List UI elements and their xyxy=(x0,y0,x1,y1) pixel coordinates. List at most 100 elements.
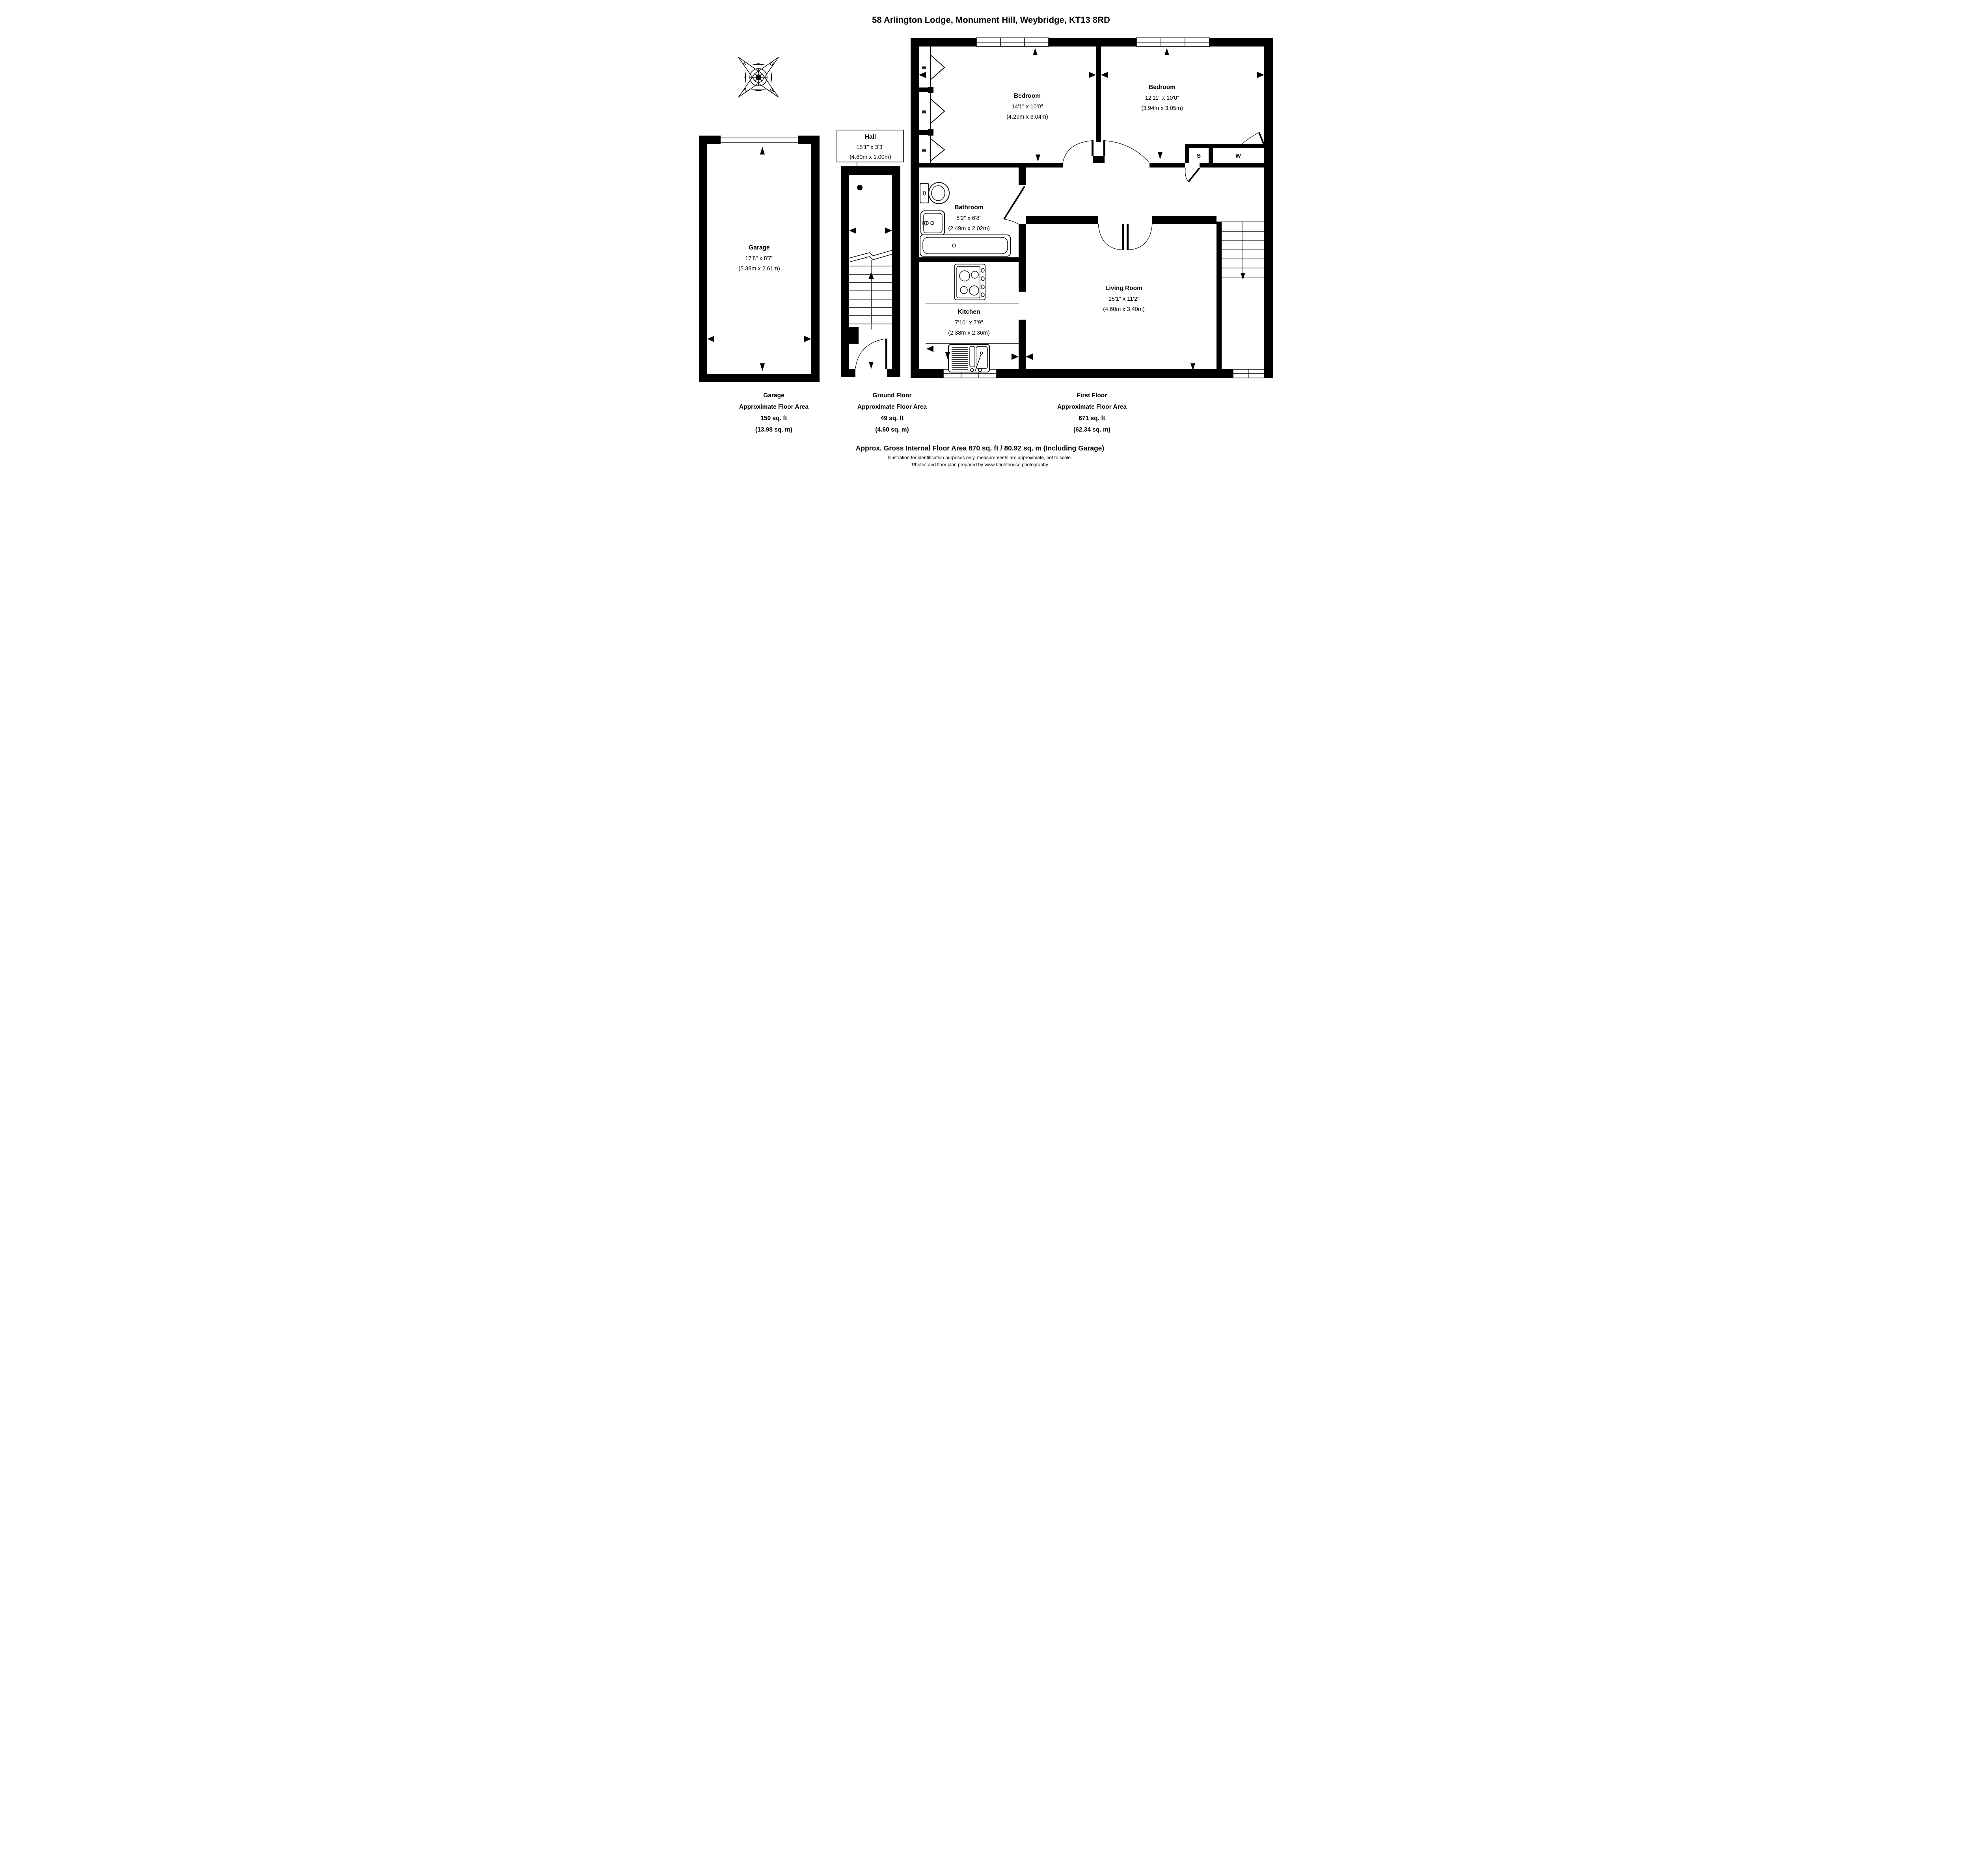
hall-label: Hall xyxy=(865,134,876,140)
kitchen-size-imperial: 7'10" x 7'9" xyxy=(955,320,983,326)
credit-text: Photos and floor plan prepared by www.br… xyxy=(912,462,1048,467)
room-hall: Hall 15'1" x 3'3" (4.60m x 1.00m) xyxy=(836,130,904,377)
first-area-subtitle: Approximate Floor Area xyxy=(1057,404,1127,410)
wardrobe-label: W xyxy=(922,65,927,71)
room-living: Living Room 15'1" x 11'2" (4.60m x 3.40m… xyxy=(1098,221,1264,370)
wardrobe-door xyxy=(930,138,945,161)
dimension-arrow-right xyxy=(885,227,892,234)
garage-area-sqft: 150 sq. ft xyxy=(760,415,787,422)
entrance-door-arc xyxy=(855,339,885,369)
kitchen-label: Kitchen xyxy=(958,309,980,315)
living-door-arc xyxy=(1098,223,1122,250)
newel-post xyxy=(857,185,863,190)
interior-walls xyxy=(1019,168,1222,369)
garage-size-imperial: 17'8" x 8'7" xyxy=(745,255,773,262)
wardrobe-door xyxy=(930,99,945,124)
living-label: Living Room xyxy=(1105,285,1142,292)
dimension-arrow-left xyxy=(849,227,856,234)
toilet-icon xyxy=(920,182,950,204)
dimension-arrow-left xyxy=(1101,72,1108,78)
garage-area-sqm: (13.98 sq. m) xyxy=(755,426,792,433)
dimension-arrow-up xyxy=(760,147,765,154)
garage-area-subtitle: Approximate Floor Area xyxy=(739,404,809,410)
page-title: 58 Arlington Lodge, Monument Hill, Weybr… xyxy=(872,15,1110,25)
bedroom2-size-metric: (3.94m x 3.05m) xyxy=(1141,105,1183,112)
wardrobe-closet-label: W xyxy=(1235,153,1241,159)
room-bathroom: Bathroom 8'2" x 6'8" (2.49m x 2.02m) xyxy=(919,182,1025,262)
bathroom-door-arc xyxy=(1004,219,1025,231)
bathroom-size-imperial: 8'2" x 6'8" xyxy=(956,215,981,221)
hob-icon xyxy=(954,264,986,300)
garage-area-title: Garage xyxy=(763,392,784,399)
first-area-sqft: 671 sq. ft xyxy=(1079,415,1105,422)
bedroom2-label: Bedroom xyxy=(1149,84,1176,91)
room-bedroom2: S W Bedroom 12'11" x 10'0" (3.94m x 3.05… xyxy=(1101,48,1265,182)
dimension-arrow-down xyxy=(869,362,874,369)
room-bedroom1: W W W Bedroom 14'1" x 10'0" (4.29m x 3.0… xyxy=(919,47,1105,168)
hall-size-metric: (4.60m x 1.00m) xyxy=(850,154,891,160)
floorplan-page: 58 Arlington Lodge, Monument Hill, Weybr… xyxy=(654,0,1317,469)
floor-area-summaries: Garage Approximate Floor Area 150 sq. ft… xyxy=(739,392,1127,433)
ground-area-sqft: 49 sq. ft xyxy=(881,415,904,422)
dimension-arrow-down xyxy=(1158,152,1162,159)
compass-rose-icon: N E S W xyxy=(738,57,779,98)
window xyxy=(1233,369,1265,378)
storage-door-arc xyxy=(1185,168,1189,182)
dimension-arrow-down xyxy=(760,363,765,371)
compass-north-label: N xyxy=(742,87,749,94)
first-area-sqm: (62.34 sq. m) xyxy=(1073,426,1110,433)
bedroom-divider-wall xyxy=(1096,47,1101,142)
hall-wall-stub xyxy=(849,327,859,344)
wardrobe-door xyxy=(930,55,945,80)
bedroom1-size-imperial: 14'1" x 10'0" xyxy=(1012,104,1043,110)
bedroom2-size-imperial: 12'11" x 10'0" xyxy=(1145,95,1179,101)
garage-size-metric: (5.38m x 2.61m) xyxy=(738,266,780,272)
hall-size-imperial: 15'1" x 3'3" xyxy=(856,144,884,151)
dimension-arrow-down xyxy=(1036,154,1040,162)
kitchen-sink-icon xyxy=(948,344,990,372)
first-area-title: First Floor xyxy=(1077,392,1107,399)
ground-area-subtitle: Approximate Floor Area xyxy=(857,404,927,410)
dimension-arrow-left xyxy=(926,346,933,352)
bathroom-size-metric: (2.49m x 2.02m) xyxy=(948,225,990,232)
dimension-arrow-up xyxy=(1164,48,1169,55)
window xyxy=(1136,37,1210,47)
dimension-arrow-down xyxy=(1190,363,1195,370)
bathroom-label: Bathroom xyxy=(954,204,983,211)
wardrobe-door xyxy=(1258,132,1265,145)
bathtub-icon xyxy=(920,234,1011,257)
garage-label: Garage xyxy=(749,244,770,251)
dimension-arrow-left xyxy=(1026,354,1033,360)
dimension-arrow-right xyxy=(1089,72,1096,78)
wardrobe-label: W xyxy=(922,147,927,153)
wardrobe-door-arc xyxy=(1241,132,1259,146)
living-size-imperial: 15'1" x 11'2" xyxy=(1108,296,1139,302)
window xyxy=(976,37,1049,47)
living-door-arc xyxy=(1128,223,1153,250)
living-door xyxy=(1122,224,1124,250)
bedroom2-door-arc xyxy=(1105,140,1149,163)
floorplan-drawing: 58 Arlington Lodge, Monument Hill, Weybr… xyxy=(699,15,1273,467)
disclaimer-text: Illustration for identification purposes… xyxy=(888,455,1072,460)
dimension-arrow-left xyxy=(707,336,714,342)
living-door xyxy=(1127,224,1129,250)
compass-south-label: S xyxy=(769,60,776,67)
kitchen-size-metric: (2.38m x 2.36m) xyxy=(948,330,990,336)
wardrobe-label: W xyxy=(922,109,927,115)
stair-direction-arrow xyxy=(1241,273,1245,280)
compass-west-label: W xyxy=(768,87,776,95)
landing-staircase xyxy=(1217,221,1264,277)
dimension-arrow-down xyxy=(945,352,950,359)
compass-east-label: E xyxy=(741,60,749,67)
hall-staircase xyxy=(849,250,892,329)
first-floor-outline xyxy=(911,37,1273,378)
ground-area-sqm: (4.60 sq. m) xyxy=(875,426,909,433)
living-size-metric: (4.60m x 3.40m) xyxy=(1103,306,1145,313)
dimension-arrow-up xyxy=(1033,48,1038,55)
sink-icon xyxy=(920,210,945,236)
bedroom1-door xyxy=(1092,140,1094,156)
gross-area-summary: Approx. Gross Internal Floor Area 870 sq… xyxy=(856,444,1104,452)
bedroom1-size-metric: (4.29m x 3.04m) xyxy=(1006,114,1048,120)
storage-closet-label: S xyxy=(1197,153,1201,159)
room-kitchen: Kitchen 7'10" x 7'9" (2.38m x 2.36m) xyxy=(926,264,1033,372)
